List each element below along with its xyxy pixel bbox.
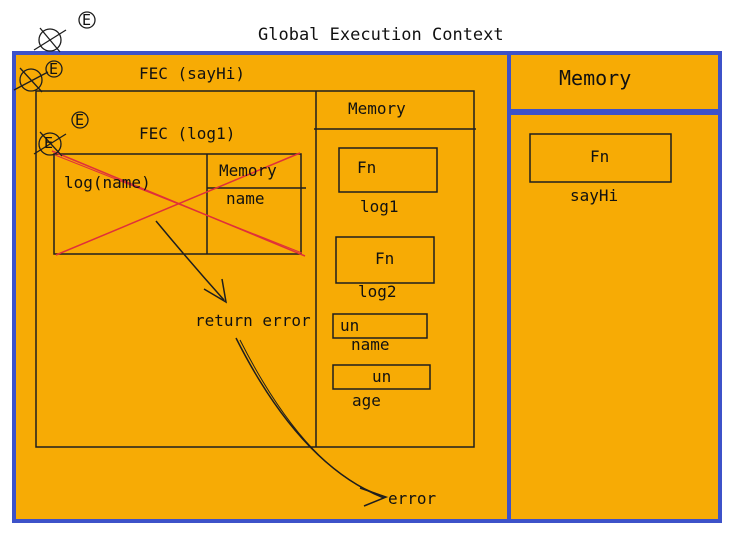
fec-sayhi-cell-age bbox=[332, 364, 431, 390]
marker-e-1: E bbox=[82, 11, 92, 29]
error-note: error bbox=[388, 489, 437, 508]
fec-log1-memory-heading: Memory bbox=[219, 161, 277, 180]
global-memory-header-fill bbox=[511, 55, 718, 109]
marker-e-ring-1 bbox=[78, 11, 96, 29]
marker-circle-3 bbox=[33, 131, 67, 157]
fec-sayhi-cell-log2-value: Fn bbox=[375, 249, 395, 268]
marker-e-4: E bbox=[44, 134, 54, 152]
fec-sayhi-cell-name-label: name bbox=[351, 335, 390, 354]
fec-log1-strike-c bbox=[54, 154, 303, 254]
marker-circle-1 bbox=[33, 27, 67, 53]
fec-log1-title: FEC (log1) bbox=[139, 124, 236, 143]
arrow-to-return-error-head bbox=[203, 278, 228, 304]
fec-sayhi-cell-name-value: un bbox=[340, 316, 360, 335]
marker-e-2: E bbox=[49, 60, 59, 78]
fec-sayhi-cell-log1-label: log1 bbox=[360, 197, 399, 216]
fec-sayhi-cell-age-value: un bbox=[372, 367, 392, 386]
fec-sayhi-cell-log2 bbox=[335, 236, 435, 284]
fec-log1-box bbox=[53, 153, 302, 255]
global-memory-cell-sayhi bbox=[529, 133, 672, 183]
fec-sayhi-cell-log1 bbox=[338, 147, 438, 193]
fec-sayhi-cell-name bbox=[332, 313, 428, 339]
fec-sayhi-cell-log1-value: Fn bbox=[357, 158, 377, 177]
arrow-to-error-line2 bbox=[239, 339, 381, 496]
diagram-title: Global Execution Context bbox=[258, 25, 504, 45]
arrow-to-error-head bbox=[359, 487, 389, 507]
arrow-to-return-error bbox=[155, 220, 225, 301]
global-memory-cell-value: Fn bbox=[590, 147, 610, 166]
global-memory-cell-label: sayHi bbox=[570, 186, 619, 205]
marker-e-ring-3 bbox=[71, 111, 89, 129]
return-error-note: return error bbox=[195, 311, 311, 330]
fec-sayhi-cell-age-label: age bbox=[352, 391, 381, 410]
marker-circle-2 bbox=[13, 67, 49, 93]
fec-sayhi-title: FEC (sayHi) bbox=[139, 64, 245, 83]
fec-sayhi-memory-heading: Memory bbox=[348, 99, 406, 118]
fec-log1-code: log(name) bbox=[64, 173, 151, 192]
marker-e-3: E bbox=[75, 111, 85, 129]
fec-sayhi-box bbox=[35, 90, 475, 448]
fec-log1-memory-label: name bbox=[226, 189, 265, 208]
global-memory-heading: Memory bbox=[559, 66, 632, 90]
marker-e-ring-2 bbox=[45, 60, 63, 78]
global-context-box bbox=[12, 51, 722, 523]
fec-sayhi-cell-log2-label: log2 bbox=[358, 282, 397, 301]
